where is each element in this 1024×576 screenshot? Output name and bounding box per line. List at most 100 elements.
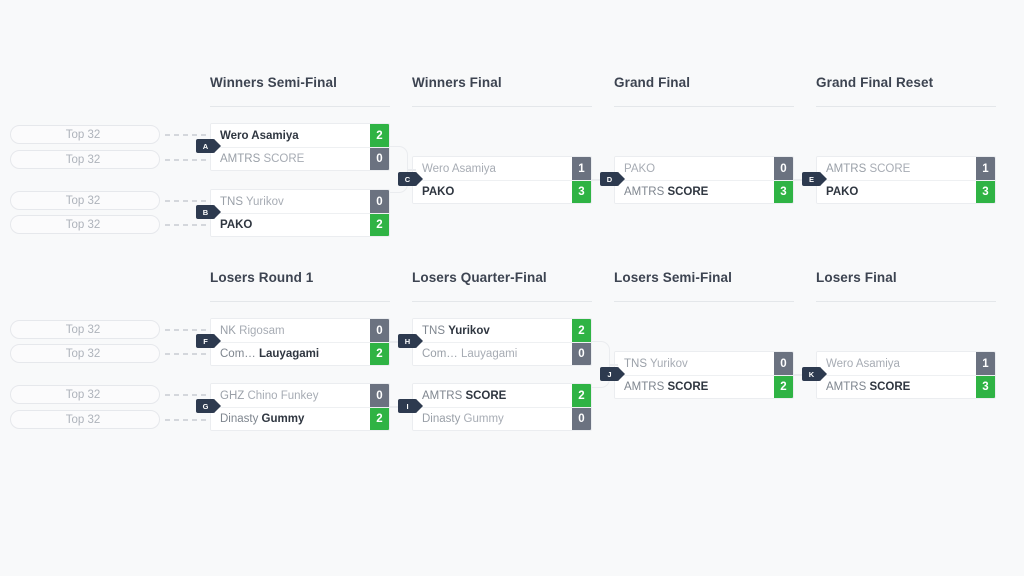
match-label-K[interactable]: K [802, 367, 827, 381]
team-prefix: Dinasty [220, 413, 262, 425]
match-C[interactable]: Wero Asamiya 1 PAKO 3 [412, 156, 592, 204]
match-row[interactable]: AMTRS SCORE 3 [615, 180, 793, 203]
player-name: Chino Funkey [247, 389, 319, 402]
player-name: PAKO [220, 219, 253, 231]
score-chip: 3 [774, 181, 793, 203]
seed-slot[interactable]: Top 32 [10, 320, 160, 339]
match-D[interactable]: PAKO 0 AMTRS SCORE 3 [614, 156, 794, 204]
score-chip: 3 [976, 376, 995, 398]
seed-slot[interactable]: Top 32 [10, 125, 160, 144]
team-prefix: Dinasty [422, 413, 464, 425]
column-rule-grand-final-reset [816, 106, 996, 107]
score-chip: 1 [976, 352, 995, 375]
match-row[interactable]: NK Rigosam 0 [211, 319, 389, 342]
match-label-E[interactable]: E [802, 172, 827, 186]
player-name: Wero Asamiya [220, 129, 299, 142]
match-J[interactable]: TNS Yurikov 0 AMTRS SCORE 2 [614, 351, 794, 399]
seed-connector [165, 329, 207, 331]
seed-connector [165, 394, 207, 396]
seed-connector [165, 159, 207, 161]
score-chip: 2 [370, 408, 389, 430]
match-E[interactable]: AMTRS SCORE 1 PAKO 3 [816, 156, 996, 204]
seed-connector [165, 200, 207, 202]
column-header-losers-round-1: Losers Round 1 [210, 270, 314, 285]
score-chip: 2 [370, 343, 389, 365]
match-row[interactable]: AMTRS SCORE 1 [817, 157, 995, 180]
match-row[interactable]: PAKO 2 [211, 213, 389, 236]
match-A[interactable]: Wero Asamiya 2 AMTRS SCORE 0 [210, 123, 390, 171]
team-prefix: AMTRS [624, 186, 668, 198]
match-label-I[interactable]: I [398, 399, 423, 413]
seed-slot[interactable]: Top 32 [10, 385, 160, 404]
score-chip: 0 [370, 319, 389, 342]
match-row[interactable]: Com… Lauyagami 2 [211, 342, 389, 365]
entrant-name: AMTRS SCORE [817, 381, 976, 393]
column-rule-winners-final [412, 106, 592, 107]
match-row[interactable]: AMTRS SCORE 2 [615, 375, 793, 398]
match-B[interactable]: TNS Yurikov 0 PAKO 2 [210, 189, 390, 237]
seed-slot[interactable]: Top 32 [10, 191, 160, 210]
match-row[interactable]: Wero Asamiya 1 [817, 352, 995, 375]
match-row[interactable]: PAKO 0 [615, 157, 793, 180]
seed-connector [165, 224, 207, 226]
match-row[interactable]: AMTRS SCORE 3 [817, 375, 995, 398]
team-prefix: TNS [422, 324, 449, 337]
match-row[interactable]: AMTRS SCORE 0 [211, 147, 389, 170]
entrant-name: Wero Asamiya [211, 130, 370, 142]
match-row[interactable]: Wero Asamiya 1 [413, 157, 591, 180]
entrant-name: Com… Lauyagami [413, 348, 572, 360]
match-F[interactable]: NK Rigosam 0 Com… Lauyagami 2 [210, 318, 390, 366]
player-name: Gummy [261, 413, 305, 425]
player-name: SCORE [263, 153, 305, 165]
team-prefix: Com… [220, 348, 259, 360]
match-label-B[interactable]: B [196, 205, 221, 219]
column-rule-grand-final [614, 106, 794, 107]
column-header-winners-final: Winners Final [412, 75, 502, 90]
match-I[interactable]: AMTRS SCORE 2 Dinasty Gummy 0 [412, 383, 592, 431]
match-label-A[interactable]: A [196, 139, 221, 153]
match-label-H[interactable]: H [398, 334, 423, 348]
score-chip: 0 [774, 157, 793, 180]
player-name: SCORE [869, 381, 911, 393]
player-name: Yurikov [246, 195, 284, 208]
match-label-J[interactable]: J [600, 367, 625, 381]
player-name: Rigosam [239, 324, 285, 337]
team-prefix: AMTRS [826, 381, 870, 393]
match-row[interactable]: Wero Asamiya 2 [211, 124, 389, 147]
column-header-losers-final: Losers Final [816, 270, 897, 285]
match-row[interactable]: AMTRS SCORE 2 [413, 384, 591, 407]
score-chip: 2 [370, 214, 389, 236]
seed-slot[interactable]: Top 32 [10, 215, 160, 234]
match-K[interactable]: Wero Asamiya 1 AMTRS SCORE 3 [816, 351, 996, 399]
match-label-C[interactable]: C [398, 172, 423, 186]
bracket-connector-stub [610, 364, 618, 366]
match-row[interactable]: TNS Yurikov 2 [413, 319, 591, 342]
player-name: Lauyagami [258, 348, 320, 360]
match-row[interactable]: Dinasty Gummy 2 [211, 407, 389, 430]
match-label-G[interactable]: G [196, 399, 221, 413]
team-prefix: Com… [422, 348, 461, 360]
match-row[interactable]: TNS Yurikov 0 [211, 190, 389, 213]
seed-slot[interactable]: Top 32 [10, 150, 160, 169]
bracket-connector-stub [408, 169, 416, 171]
player-name: PAKO [826, 186, 859, 198]
entrant-name: NK Rigosam [211, 325, 370, 337]
match-row[interactable]: Com… Lauyagami 0 [413, 342, 591, 365]
match-row[interactable]: GHZ Chino Funkey 0 [211, 384, 389, 407]
match-G[interactable]: GHZ Chino Funkey 0 Dinasty Gummy 2 [210, 383, 390, 431]
score-chip: 2 [774, 376, 793, 398]
player-name: SCORE [667, 186, 709, 198]
match-label-D[interactable]: D [600, 172, 625, 186]
match-row[interactable]: PAKO 3 [413, 180, 591, 203]
bracket-connector [592, 341, 610, 388]
match-H[interactable]: TNS Yurikov 2 Com… Lauyagami 0 [412, 318, 592, 366]
entrant-name: AMTRS SCORE [413, 390, 572, 402]
seed-slot[interactable]: Top 32 [10, 410, 160, 429]
match-row[interactable]: TNS Yurikov 0 [615, 352, 793, 375]
seed-slot[interactable]: Top 32 [10, 344, 160, 363]
match-row[interactable]: PAKO 3 [817, 180, 995, 203]
match-label-F[interactable]: F [196, 334, 221, 348]
match-row[interactable]: Dinasty Gummy 0 [413, 407, 591, 430]
score-chip: 0 [370, 148, 389, 170]
column-header-losers-quarter-final: Losers Quarter-Final [412, 270, 547, 285]
